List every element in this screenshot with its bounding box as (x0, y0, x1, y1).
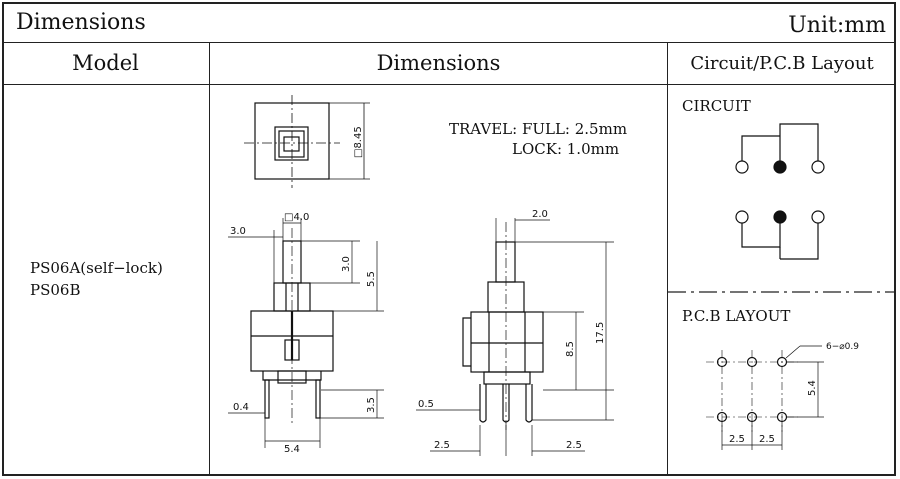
model-name-ps06b: PS06B (30, 281, 81, 299)
dim-side-stem: 2.0 (532, 209, 548, 220)
dim-pcb-row: 5.4 (807, 380, 818, 396)
travel-full-note: TRAVEL: FULL: 2.5mm (449, 120, 628, 138)
model-name-ps06a: PS06A(self−lock) (30, 259, 163, 277)
header-divider (2, 84, 896, 85)
column-header-layout: Circuit/P.C.B Layout (690, 52, 874, 74)
side-view (416, 218, 614, 456)
pcb-layout-label: P.C.B LAYOUT (682, 307, 791, 325)
travel-lock-note: LOCK: 1.0mm (512, 140, 620, 158)
pcb-layout (706, 345, 824, 450)
dim-cap-height: 5.5 (366, 271, 377, 287)
dim-pitch-right: 2.5 (566, 440, 582, 451)
circuit-label: CIRCUIT (682, 97, 751, 115)
top-view (244, 95, 370, 188)
dim-pcb-pitch-b: 2.5 (759, 434, 775, 445)
dim-total-height: 17.5 (595, 322, 606, 344)
dim-pcb-pitch-a: 2.5 (729, 434, 745, 445)
layout-column-divider (667, 42, 668, 476)
dim-body-height: 8.5 (565, 341, 576, 357)
page-title: Dimensions (16, 10, 146, 35)
title-divider (2, 42, 896, 43)
dim-pin-height: 3.5 (366, 397, 377, 413)
dim-stem-square: □4.0 (284, 212, 309, 223)
dim-side-pin: 0.5 (418, 399, 434, 410)
circuit-diagram (735, 123, 825, 260)
dim-pin-span: 5.4 (284, 444, 300, 455)
column-header-model: Model (72, 51, 139, 75)
unit-label: Unit:mm (788, 13, 886, 38)
dim-hole: 6−⌀0.9 (826, 342, 859, 352)
dim-stem-height: 3.0 (341, 256, 352, 272)
model-column-divider (209, 42, 210, 476)
title-bar: Dimensions Unit:mm (4, 4, 894, 44)
dim-pin-thick: 0.4 (233, 402, 249, 413)
dim-left-offset: 3.0 (230, 226, 246, 237)
front-view (228, 218, 384, 448)
column-header-dimensions: Dimensions (376, 51, 501, 75)
dim-pitch-left: 2.5 (434, 440, 450, 451)
dim-top-square: □8.45 (353, 126, 364, 158)
